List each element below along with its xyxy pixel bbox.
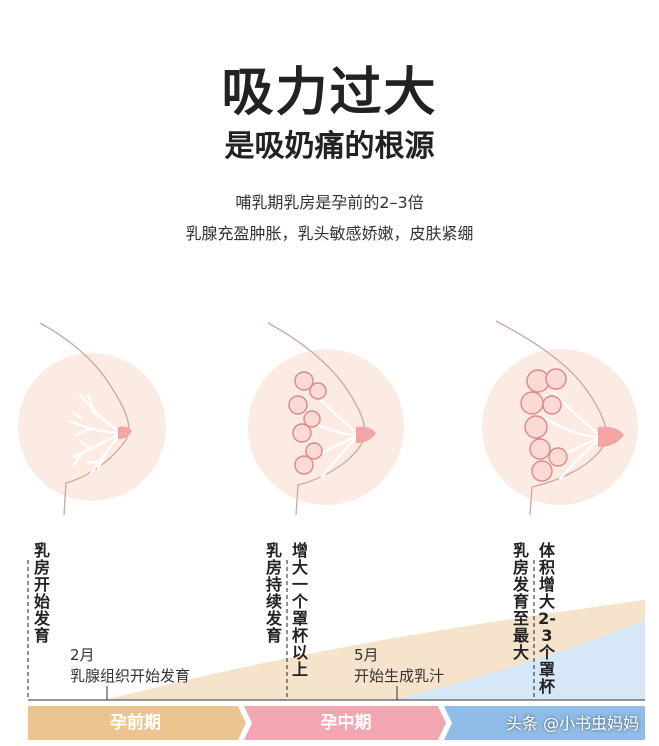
blue-area — [395, 620, 645, 700]
breast-illustration-midpregnancy — [246, 315, 410, 515]
month2-title: 2月 — [70, 646, 95, 664]
month5-desc: 开始生成乳汁 — [354, 667, 445, 685]
page-subtitle: 是吸奶痛的根源 — [224, 129, 435, 164]
phase-bar — [0, 706, 659, 740]
phase-midpregnancy: 孕中期 — [320, 713, 372, 733]
label-end-b: 体积增大2-3个罩杯 — [538, 541, 556, 696]
description-line-2: 乳腺充盈肿胀，乳头敏感娇嫩，皮肤紧绷 — [185, 224, 474, 243]
breast-illustration-prepregnancy — [18, 315, 178, 515]
breast-illustration-lategestation — [478, 315, 642, 515]
month2-desc: 乳腺组织开始发育 — [70, 667, 191, 685]
label-start: 乳房开始发育 — [33, 541, 50, 645]
label-mid-b: 增大一个罩杯以上 — [291, 541, 308, 679]
label-end-a: 乳房发育至最大 — [512, 541, 529, 662]
phase-prepregnancy: 孕前期 — [110, 713, 161, 733]
description-line-1: 哺乳期乳房是孕前的2–3倍 — [235, 193, 424, 212]
growth-area-chart — [0, 560, 659, 710]
watermark: 头条 @小书虫妈妈 — [506, 714, 640, 733]
page-title: 吸力过大 — [221, 63, 438, 123]
month5-title: 5月 — [354, 646, 379, 664]
label-mid-a: 乳房持续发育 — [265, 541, 282, 645]
